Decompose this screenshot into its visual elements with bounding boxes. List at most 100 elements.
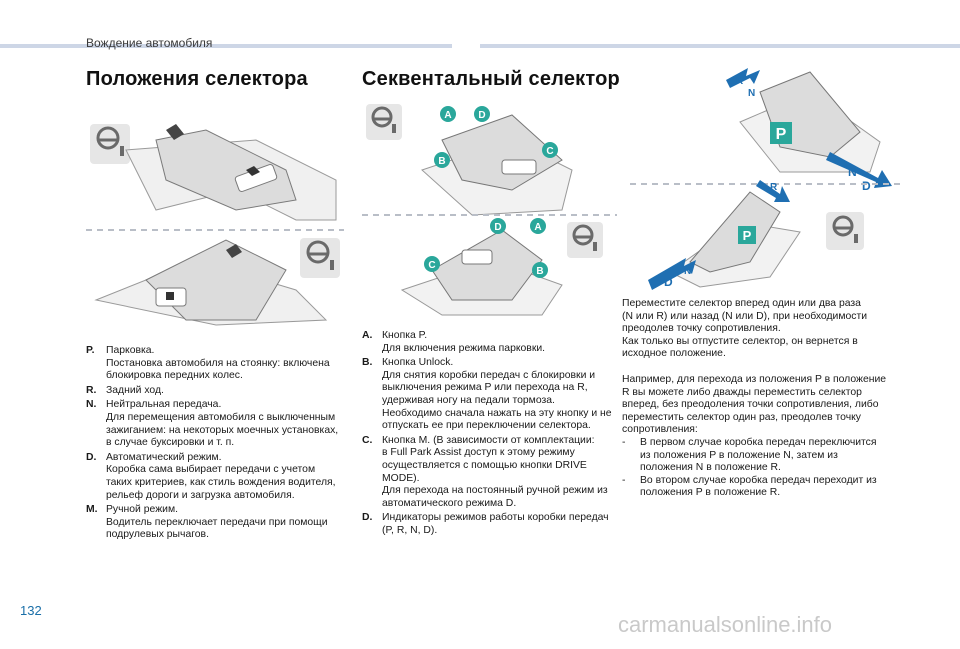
callout-letter: B xyxy=(438,156,445,167)
list-item: B. Кнопка Unlock. Для снятия коробки пер… xyxy=(362,357,622,433)
arrow-up-icon xyxy=(756,180,790,202)
list-item: D. Автоматический режим. Коробка сама вы… xyxy=(86,452,351,502)
line: Например, для перехода из положения P в … xyxy=(622,374,887,385)
line: R вы можете либо дважды переместить селе… xyxy=(622,386,862,398)
header-bar xyxy=(0,44,452,48)
line: отпускать ее при переключении селектора. xyxy=(382,420,591,432)
line: подрулевых рычагов. xyxy=(106,529,209,541)
item-text: Ручной режим. Водитель переключает перед… xyxy=(106,504,351,542)
line: таких критериев, как стиль вождения води… xyxy=(106,476,336,488)
line: удерживая ногу на педали тормоза. xyxy=(382,394,555,406)
callout-letter: A xyxy=(534,222,541,233)
list-item: R. Задний ход. xyxy=(86,385,351,398)
line: из положения P в положение N, затем из xyxy=(640,449,838,461)
callout-D: D xyxy=(474,106,490,122)
item-text: Парковка. Постановка автомобиля на стоян… xyxy=(106,345,351,383)
item-key: N. xyxy=(86,399,97,411)
line: блокировка передних колес. xyxy=(106,370,243,382)
list-item: D. Индикаторы режимов работы коробки пер… xyxy=(362,512,622,537)
list-item: P. Парковка. Постановка автомобиля на ст… xyxy=(86,345,351,383)
item-key: D. xyxy=(362,512,373,524)
callout-B: B xyxy=(434,152,450,168)
line: осуществляется с помощью кнопки DRIVE xyxy=(382,459,587,471)
callout-A: A xyxy=(440,106,456,122)
bullet-dash: - xyxy=(622,436,626,448)
gear-label: P xyxy=(776,126,787,143)
line: Нейтральная передача. xyxy=(106,399,222,411)
steering-wheel-icon xyxy=(90,124,130,164)
gear-label: R xyxy=(770,182,778,193)
steering-wheel-icon xyxy=(300,238,340,278)
middle-definition-list: A. Кнопка P. Для включения режима парков… xyxy=(362,330,622,540)
selector-movement-diagram: P R N N D R P N D xyxy=(630,68,900,290)
callout-letter: C xyxy=(428,260,435,271)
selector-upper xyxy=(125,124,337,221)
steering-wheel-icon xyxy=(366,104,402,140)
gear-label: P xyxy=(743,228,752,243)
line: Для перемещения автомобиля с выключенным xyxy=(106,411,336,423)
steering-wheel-icon xyxy=(567,222,603,258)
gear-selector-illustration xyxy=(86,124,344,326)
line: (P, R, N, D). xyxy=(382,524,438,536)
callout-letter: B xyxy=(536,266,543,277)
item-key: A. xyxy=(362,330,373,341)
callout-letter: D xyxy=(478,110,485,121)
line: переместить селектор один раз, преодолев… xyxy=(622,411,862,423)
line: Как только вы отпустите селектор, он вер… xyxy=(622,335,858,347)
bullet-text: Во втором случае коробка передач переход… xyxy=(640,475,877,500)
line: Водитель переключает передачи при помощи xyxy=(106,516,328,528)
selector-lower xyxy=(94,239,328,326)
gear-label: R xyxy=(736,76,744,87)
line: Ручной режим. xyxy=(106,504,178,516)
callout-B-bottom: B xyxy=(532,262,548,278)
item-key: M. xyxy=(86,504,98,516)
line: (N или R) или назад (N или D), при необх… xyxy=(622,310,868,322)
line: Кнопка P. xyxy=(382,330,428,341)
callout-letter: A xyxy=(444,110,451,121)
line: исходное положение. xyxy=(622,348,726,360)
callout-letter: C xyxy=(546,146,553,157)
left-title: Положения селектора xyxy=(86,68,308,90)
gear-label: D xyxy=(862,179,871,193)
list-item: N. Нейтральная передача. Для перемещения… xyxy=(86,399,351,449)
line: Для снятия коробки передач с блокировки … xyxy=(382,369,596,381)
page-number: 132 xyxy=(20,603,42,618)
p-indicator xyxy=(738,226,756,244)
line: положения P в положение R. xyxy=(640,487,781,499)
p-indicator xyxy=(770,122,792,144)
callout-A-bottom: A xyxy=(530,218,546,234)
bullet-item: - В первом случае коробка передач перекл… xyxy=(622,437,892,475)
list-item: A. Кнопка P. Для включения режима парков… xyxy=(362,330,622,355)
line: Автоматический режим. xyxy=(106,451,222,463)
arrow-down-icon xyxy=(648,258,696,290)
item-key: P. xyxy=(86,345,95,356)
item-key: B. xyxy=(362,357,373,369)
line: зажиганием: на некоторых моечных установ… xyxy=(106,424,339,436)
line: Коробка сама выбирает передачи с учетом xyxy=(106,464,316,476)
bullet-text: В первом случае коробка передач переключ… xyxy=(640,437,877,475)
callout-D-bottom: D xyxy=(490,218,506,234)
line: преодолев точку сопротивления. xyxy=(622,323,781,335)
line: Необходимо сначала нажать на эту кнопку … xyxy=(382,407,612,419)
bullet-dash: - xyxy=(622,474,626,486)
line: Парковка. xyxy=(106,345,155,356)
gear-label: D xyxy=(664,275,673,289)
section-label: Вождение автомобиля xyxy=(86,36,213,50)
arrow-down-icon xyxy=(826,152,892,188)
item-text: Индикаторы режимов работы коробки переда… xyxy=(382,512,622,537)
gear-label: N xyxy=(748,88,755,99)
line: Для включения режима парковки. xyxy=(382,342,546,354)
line: Кнопка Unlock. xyxy=(382,357,454,369)
line: Кнопка M. (В зависимости от комплектации… xyxy=(382,434,595,446)
line: выключения режима P или перехода на R, xyxy=(382,382,588,394)
line: Для перехода на постоянный ручной режим … xyxy=(382,485,608,497)
line: Индикаторы режимов работы коробки переда… xyxy=(382,512,609,524)
callout-letter: D xyxy=(494,222,501,233)
steering-wheel-icon xyxy=(826,212,864,250)
line: в Full Park Assist доступ к этому режиму xyxy=(382,447,575,459)
item-text: Кнопка Unlock. Для снятия коробки переда… xyxy=(382,357,622,433)
item-text: Задний ход. xyxy=(106,385,351,398)
list-item: C. Кнопка M. (В зависимости от комплекта… xyxy=(362,435,622,511)
line: рельеф дороги и загрузка автомобиля. xyxy=(106,489,295,501)
item-key: D. xyxy=(86,451,97,463)
